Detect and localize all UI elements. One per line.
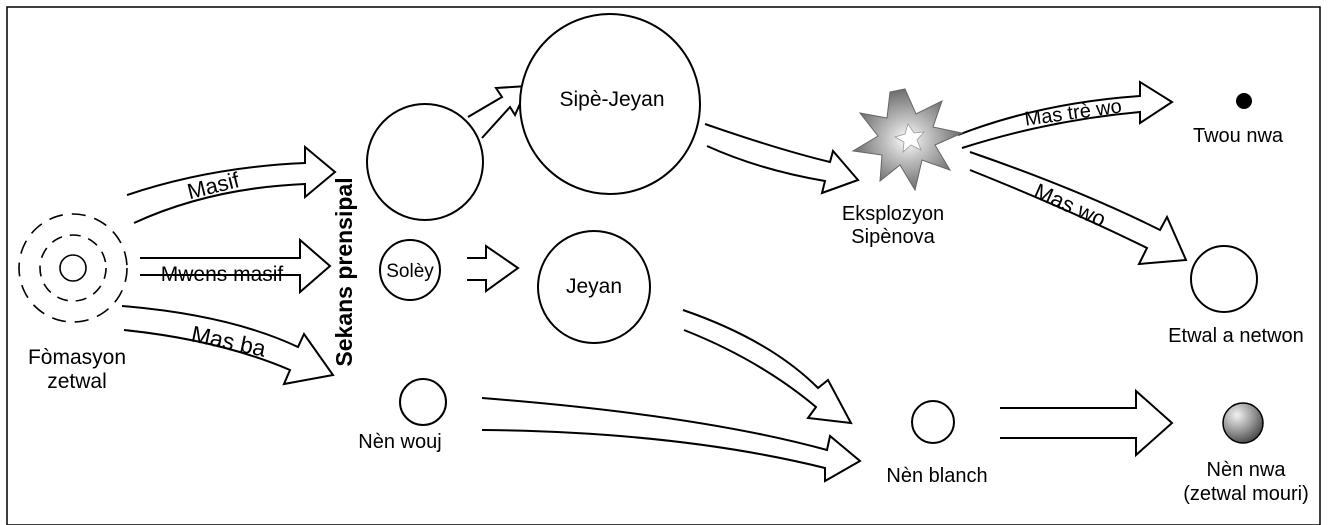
nebula-rings-icon bbox=[18, 213, 128, 323]
less-massive-label: Mwens masif bbox=[161, 263, 284, 286]
arrow-less-massive bbox=[140, 237, 332, 295]
arrow-supernova-to-neutron bbox=[969, 151, 1188, 266]
massive-star-circle bbox=[366, 103, 484, 221]
filled-dot-icon bbox=[1236, 93, 1252, 109]
black-dwarf-label-line2: (zetwal mouri) bbox=[1183, 483, 1309, 505]
supernova-label-line1: Eksplozyon bbox=[842, 203, 944, 225]
neutron-star-label: Etwal a netwon bbox=[1168, 325, 1304, 347]
arrow-sun-to-giant bbox=[467, 244, 520, 293]
red-dwarf-label: Nèn wouj bbox=[358, 431, 441, 453]
supernova-label-line2: Sipènova bbox=[851, 226, 935, 248]
black-dwarf-label-line1: Nèn nwa bbox=[1207, 459, 1287, 481]
red-dwarf-circle bbox=[399, 378, 447, 426]
sun-circle bbox=[379, 239, 441, 301]
arrow-supernova-to-blackhole bbox=[957, 80, 1174, 149]
supergiant-circle bbox=[519, 13, 701, 195]
arrow-low-mass bbox=[121, 305, 335, 386]
formation-label-line2: zetwal bbox=[47, 370, 107, 393]
supergiant-label: Sipè-Jeyan bbox=[559, 88, 664, 111]
arrow-giant-to-whitedwarf bbox=[682, 309, 853, 425]
giant-circle bbox=[537, 230, 651, 344]
sun-label: Solèy bbox=[386, 261, 434, 282]
arrow-reddwarf-to-whitedwarf bbox=[481, 397, 862, 483]
starburst-icon bbox=[851, 88, 964, 192]
white-dwarf-label: Nèn blanch bbox=[886, 465, 987, 487]
giant-label: Jeyan bbox=[566, 275, 622, 298]
main-sequence-label: Sekans prensipal bbox=[331, 177, 357, 366]
arrow-whitedwarf-to-blackdwarf bbox=[1000, 388, 1174, 458]
white-dwarf-circle bbox=[911, 400, 955, 444]
shaded-sphere-icon bbox=[1222, 402, 1264, 444]
arrow-supergiant-to-supernova bbox=[704, 123, 860, 195]
neutron-star-circle bbox=[1190, 245, 1258, 313]
black-hole-label: Twou nwa bbox=[1193, 125, 1284, 147]
arrow-massive bbox=[126, 144, 337, 224]
formation-label-line1: Fòmasyon bbox=[28, 346, 126, 369]
